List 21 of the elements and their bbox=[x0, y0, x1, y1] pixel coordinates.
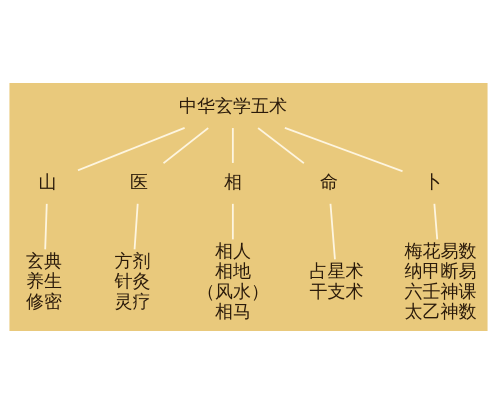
node-text: 相人 相地 （风水） 相马 bbox=[196, 240, 268, 322]
connector bbox=[77, 126, 184, 171]
connector bbox=[231, 203, 234, 239]
connector bbox=[432, 203, 438, 239]
node-text: 占星术 干支术 bbox=[309, 260, 364, 302]
node-text: 卜 bbox=[423, 171, 442, 192]
connector bbox=[284, 126, 402, 172]
connector bbox=[162, 126, 208, 164]
node-text: 医 bbox=[130, 171, 148, 192]
node-text: 命 bbox=[319, 171, 338, 192]
connector bbox=[133, 203, 138, 249]
node-text: 相 bbox=[223, 171, 242, 192]
node-text: 中华玄学五术 bbox=[178, 95, 286, 116]
connector bbox=[44, 203, 48, 249]
node-text: 方剂 针灸 灵疗 bbox=[114, 250, 150, 312]
node-text: 梅花易数 纳甲断易 六壬神课 太乙神数 bbox=[404, 240, 476, 322]
node-text: 玄典 养生 修密 bbox=[26, 250, 62, 312]
connector bbox=[257, 126, 304, 164]
connector bbox=[231, 128, 234, 162]
node-text: 山 bbox=[38, 171, 56, 192]
connector bbox=[329, 203, 336, 259]
